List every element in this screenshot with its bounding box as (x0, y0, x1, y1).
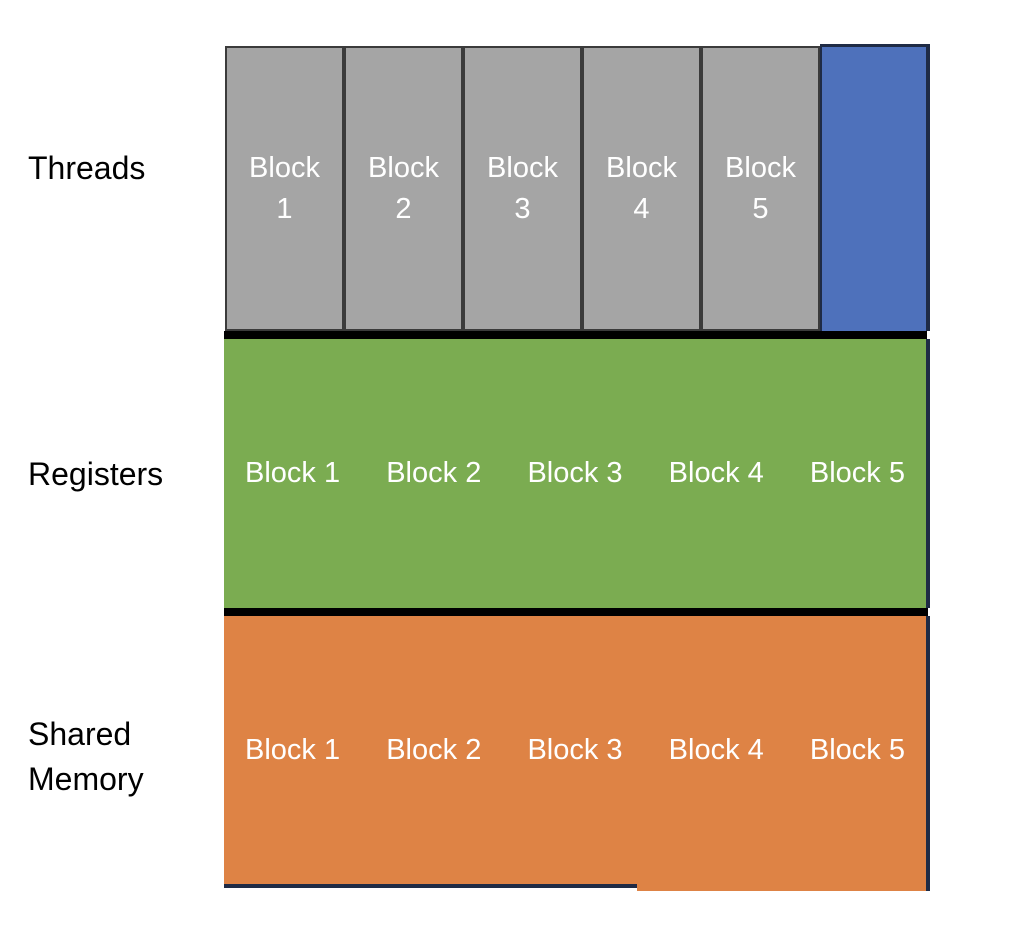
thread-block-3-num: 3 (514, 192, 531, 225)
separator-registers-shared-memory (224, 608, 928, 616)
threads-row-label: Threads (28, 146, 145, 191)
thread-block-2: Block 2 (344, 46, 463, 331)
shared-memory-label-line1: Shared (28, 716, 132, 752)
thread-block-1-word: Block (249, 151, 320, 184)
registers-block-4: Block 4 (668, 457, 764, 489)
shared-memory-block-5: Block 5 (809, 733, 905, 766)
threads-label-text: Threads (28, 150, 146, 186)
shared-memory-block-3: Block 3 (527, 733, 623, 766)
thread-block-3-word: Block (487, 151, 558, 184)
registers-row-label: Registers (28, 452, 163, 497)
registers-block-3: Block 3 (527, 457, 623, 489)
thread-block-1-num: 1 (276, 192, 293, 225)
thread-block-1: Block 1 (225, 46, 344, 331)
thread-block-3: Block 3 (463, 46, 582, 331)
thread-block-2-num: 2 (395, 192, 412, 225)
thread-block-4-num: 4 (633, 192, 650, 225)
registers-bar: Block 1 Block 2 Block 3 Block 4 Block 5 (224, 339, 930, 608)
shared-memory-bottom-step (637, 884, 930, 891)
registers-label-text: Registers (28, 456, 164, 492)
thread-block-5: Block 5 (701, 46, 820, 331)
separator-threads-registers (224, 331, 927, 339)
shared-memory-block-2: Block 2 (386, 733, 482, 766)
thread-block-2-word: Block (368, 151, 439, 184)
registers-block-2: Block 2 (386, 457, 482, 489)
shared-memory-bottom-outline (224, 884, 637, 888)
shared-memory-bar: Block 1 Block 2 Block 3 Block 4 Block 5 (224, 616, 930, 884)
shared-memory-row-label: Shared Memory (28, 712, 144, 802)
extra-thread-block (820, 44, 930, 331)
thread-block-4-word: Block (606, 151, 677, 184)
shared-memory-block-4: Block 4 (668, 733, 764, 766)
registers-block-1: Block 1 (245, 457, 341, 489)
thread-block-5-num: 5 (752, 192, 769, 225)
shared-memory-block-1: Block 1 (245, 733, 341, 766)
thread-block-5-word: Block (725, 151, 796, 184)
registers-block-5: Block 5 (809, 457, 905, 489)
shared-memory-label-line2: Memory (28, 761, 144, 797)
thread-block-4: Block 4 (582, 46, 701, 331)
